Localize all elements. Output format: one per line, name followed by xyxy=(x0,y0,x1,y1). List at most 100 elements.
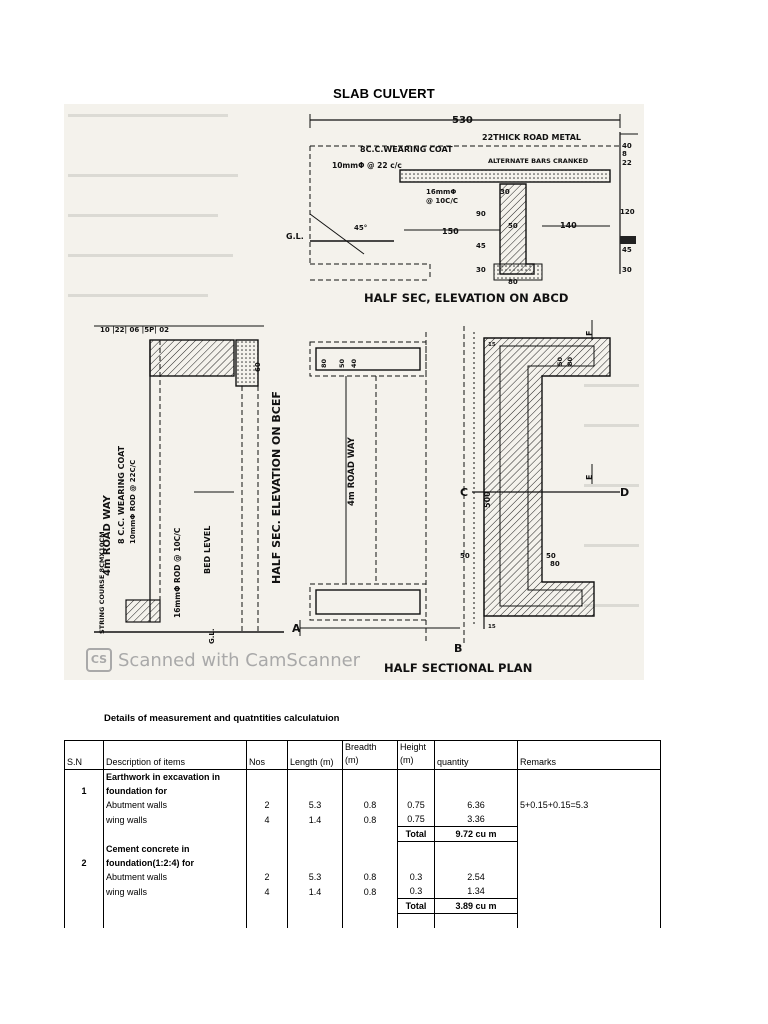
label-gl-left: G.L. xyxy=(286,232,304,241)
side-dims: 10 |22| 06 |5P| 02 xyxy=(100,326,169,335)
item2-total-value: 3.89 cu m xyxy=(434,898,518,914)
dim-45: 45 xyxy=(476,242,486,250)
item1-row2-remarks xyxy=(517,812,661,827)
item1-title-1: Earthwork in excavation in xyxy=(103,769,247,784)
scanner-watermark-text: Scanned with CamScanner xyxy=(118,649,361,671)
label-b: B xyxy=(454,642,462,655)
table-row: Total 9.72 cu m xyxy=(64,826,661,842)
item2-title-1: Cement concrete in xyxy=(103,841,247,856)
scanner-watermark: CS Scanned with CamScanner xyxy=(86,648,360,672)
document-title: SLAB CULVERT xyxy=(333,86,435,101)
item1-row1-length: 5.3 xyxy=(287,798,343,812)
label-wearing-coat: 8C.C.WEARING COAT xyxy=(360,145,453,154)
table-row: Total 3.89 cu m xyxy=(64,898,661,914)
item2-row1-quantity: 2.54 xyxy=(434,870,518,884)
header-description: Description of items xyxy=(103,740,247,770)
item1-row1-height: 0.75 xyxy=(397,798,435,812)
dim-30r: 30 xyxy=(622,266,632,274)
item2-row1-desc: Abutment walls xyxy=(103,870,247,884)
plan-dim-50r: 50 xyxy=(546,552,556,560)
plan-dim-40: 40 xyxy=(350,358,358,368)
dim-40: 40 xyxy=(622,142,632,150)
label-angle: 45° xyxy=(354,224,367,232)
item2-row2-height: 0.3 xyxy=(397,884,435,899)
dim-140: 140 xyxy=(560,221,577,230)
dim-30a: 30 xyxy=(500,188,510,196)
table-row: wing walls 4 1.4 0.8 0.75 3.36 xyxy=(64,812,661,827)
item1-row2-quantity: 3.36 xyxy=(434,812,518,827)
header-length: Length (m) xyxy=(287,740,343,770)
item1-sn: 1 xyxy=(64,784,104,798)
plan-dim-15b: 15 xyxy=(488,624,496,630)
side-string-course: STRING COURSE 8CMX10CM xyxy=(98,531,106,634)
bleed-through-noise xyxy=(68,114,639,607)
item2-row1-height: 0.3 xyxy=(397,870,435,884)
label-rod-top: 10mmΦ @ 22 c/c xyxy=(332,161,402,170)
item2-row2-breadth: 0.8 xyxy=(342,884,398,899)
item1-row1-desc: Abutment walls xyxy=(103,798,247,812)
plan-dim-80r: 80 xyxy=(550,560,560,568)
dim-span: 530 xyxy=(452,115,473,126)
item2-row1-length: 5.3 xyxy=(287,870,343,884)
plan-dim-15a: 15 xyxy=(488,342,496,348)
side-wearing-coat: 8 C.C. WEARING COAT xyxy=(117,445,126,544)
item2-total-label: Total xyxy=(397,898,435,914)
side-title: HALF SEC. ELEVATION ON BCEF xyxy=(270,391,283,584)
label-f: F xyxy=(585,331,594,336)
label-c: C xyxy=(460,486,468,499)
item1-row2-height: 0.75 xyxy=(397,812,435,827)
item1-row2-length: 1.4 xyxy=(287,812,343,827)
label-road-metal: 22THICK ROAD METAL xyxy=(482,133,581,142)
plan-dim-80: 80 xyxy=(320,358,328,368)
item1-row1-quantity: 6.36 xyxy=(434,798,518,812)
header-sn: S.N xyxy=(64,740,104,770)
header-remarks: Remarks xyxy=(517,740,661,770)
item2-row2-nos: 4 xyxy=(246,884,288,899)
header-breadth: Breadth(m) xyxy=(342,740,398,770)
dim-22: 22 xyxy=(622,159,632,167)
elevation-title: HALF SEC, ELEVATION ON ABCD xyxy=(364,291,568,305)
half-sectional-plan: 80 50 40 4m ROAD WAY 500 50 50 80 15 15 … xyxy=(292,320,629,675)
item2-sn: 2 xyxy=(64,856,104,870)
table-row: Earthwork in excavation in xyxy=(64,769,661,784)
label-e: E xyxy=(585,475,594,480)
table-header-row: S.N Description of items Nos Length (m) … xyxy=(64,740,661,770)
header-nos: Nos xyxy=(246,740,288,770)
header-height: Height(m) xyxy=(397,740,435,770)
side-rod16: 16mmΦ ROD @ 10C/C xyxy=(173,527,182,618)
side-gl: G.L. xyxy=(208,628,216,644)
plan-road-way: 4m ROAD WAY xyxy=(347,436,357,506)
side-bed-level: BED LEVEL xyxy=(203,526,212,574)
item1-row2-desc: wing walls xyxy=(103,812,247,827)
dim-120: 120 xyxy=(620,208,635,216)
item2-row2-remarks xyxy=(517,884,661,899)
item2-row1-remarks xyxy=(517,870,661,884)
item1-total-label: Total xyxy=(397,826,435,842)
item2-title-2: foundation(1:2:4) for xyxy=(103,856,247,870)
table-row: 1 foundation for xyxy=(64,784,661,798)
item2-row2-quantity: 1.34 xyxy=(434,884,518,899)
item2-row1-breadth: 0.8 xyxy=(342,870,398,884)
table-row xyxy=(64,913,661,928)
label-d: D xyxy=(620,486,629,499)
table-row: Abutment walls 2 5.3 0.8 0.3 2.54 xyxy=(64,870,661,884)
dim-30b: 30 xyxy=(476,266,486,274)
plan-dim-500: 500 xyxy=(483,491,492,508)
item1-row2-breadth: 0.8 xyxy=(342,812,398,827)
dim-50: 50 xyxy=(508,222,518,230)
header-quantity: quantity xyxy=(434,740,518,770)
plan-dim-50l: 50 xyxy=(460,552,470,560)
item2-row2-length: 1.4 xyxy=(287,884,343,899)
svg-text:60: 60 xyxy=(254,362,262,372)
culvert-drawing: 530 22THICK ROAD METAL 8C.C.WEARING COAT… xyxy=(64,104,644,680)
table-row: Cement concrete in xyxy=(64,841,661,856)
item1-row2-nos: 4 xyxy=(246,812,288,827)
plan-dim-50t: 50 xyxy=(556,356,564,366)
elevation-bcef: 10 |22| 06 |5P| 02 60 4m ROAD WAY STRING… xyxy=(94,325,284,644)
camscanner-logo: CS xyxy=(86,648,112,672)
dim-90: 90 xyxy=(476,210,486,218)
plan-title: HALF SECTIONAL PLAN xyxy=(384,661,532,675)
dim-45r: 45 xyxy=(622,246,632,254)
item2-row2-desc: wing walls xyxy=(103,884,247,899)
dim-8: 8 xyxy=(622,150,627,158)
